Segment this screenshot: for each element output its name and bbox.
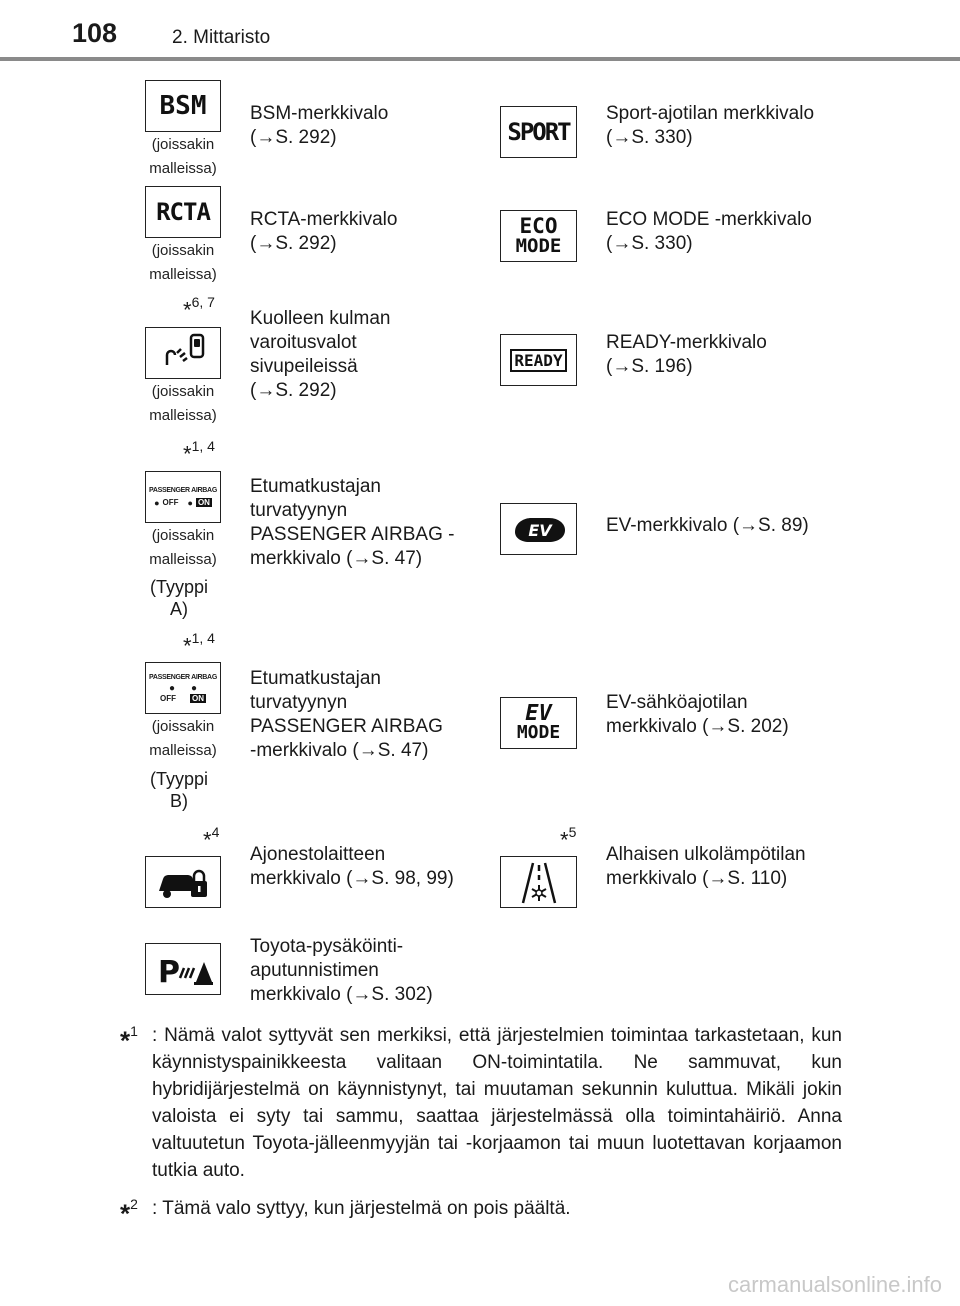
ready-description: READY-merkkivalo(→S. 196) [606,332,767,377]
svg-text:P: P [158,955,180,990]
footnote-ref: *5 [560,824,577,853]
availability-note: (joissakin malleissa) [149,383,217,424]
type-label: (Tyyppi B) [149,769,209,811]
ev-mode-indicator-icon: EV MODE [500,697,577,749]
bsm-description: BSM-merkkivalo(→S. 292) [250,103,389,148]
low-outside-temperature-icon [500,856,577,908]
footnote-1-text: : Nämä valot syttyvät sen merkiksi, että… [152,1025,842,1181]
footnote-ref: *1, 4 [183,438,215,467]
eco-description: ECO MODE -merkkivalo(→S. 330) [606,209,812,254]
footnote-1: *1 : Nämä valot syttyvät sen merkiksi, e… [120,1022,842,1184]
parking-sensor-description: Toyota-pysäköinti-aputunnistimen merkkiv… [250,936,433,1005]
ev-indicator-icon: EV [500,503,577,555]
rcta-indicator-icon: RCTA [145,186,221,238]
page-header: 108 2. Mittaristo [0,0,960,62]
availability-note: (joissakin malleissa) [149,718,217,759]
ready-indicator-icon: READY [500,334,577,386]
availability-note: (joissakin malleissa) [149,527,217,568]
parking-assist-sensor-icon: P [145,943,221,995]
sport-mode-indicator-icon: SPORT [500,106,577,158]
footnote-ref: *1, 4 [183,630,215,659]
footnote-2: *2 : Tämä valo syttyy, kun järjestelmä o… [120,1195,842,1227]
availability-note: (joissakin malleissa) [149,136,217,177]
watermark: carmanualsonline.info [727,1272,942,1297]
passenger-airbag-type-b-icon: PASSENGER AIRBAG ●● OFF ON [145,662,221,714]
type-label: (Tyyppi A) [149,577,209,619]
section-title: 2. Mittaristo [172,27,271,48]
sport-description: Sport-ajotilan merkkivalo(→S. 330) [606,103,815,148]
ev-description: EV-merkkivalo (→S. 89) [606,515,809,536]
header-rule [0,57,960,61]
bsm-indicator-icon: BSM [145,80,221,132]
svg-text:EV: EV [528,521,553,540]
eco-mode-indicator-icon: ECO MODE [500,210,577,262]
immobilizer-indicator-icon [145,856,221,908]
footnote-ref: *6, 7 [183,294,215,323]
footnote-ref: *4 [203,824,220,853]
passenger-airbag-type-a-icon: PASSENGER AIRBAG ● OFF ● ON [145,471,221,523]
footnote-2-text: : Tämä valo syttyy, kun järjestelmä on p… [152,1198,571,1219]
availability-note: (joissakin malleissa) [149,242,217,283]
page-number: 108 [72,18,118,48]
rcta-description: RCTA-merkkivalo(→S. 292) [250,209,398,254]
blind-spot-mirror-icon [145,327,221,379]
